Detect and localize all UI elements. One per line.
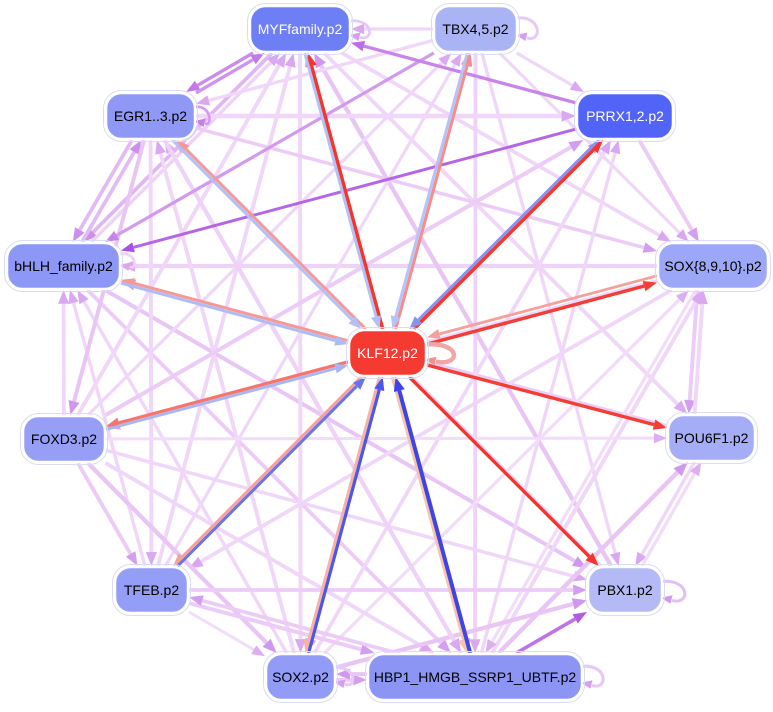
svg-text:bHLH_family.p2: bHLH_family.p2 bbox=[14, 258, 113, 274]
svg-text:EGR1..3.p2: EGR1..3.p2 bbox=[114, 108, 187, 124]
svg-text:SOX2.p2: SOX2.p2 bbox=[272, 669, 329, 685]
svg-text:MYFfamily.p2: MYFfamily.p2 bbox=[258, 21, 343, 37]
svg-text:PRRX1,2.p2: PRRX1,2.p2 bbox=[586, 108, 664, 124]
svg-text:PBX1.p2: PBX1.p2 bbox=[597, 582, 652, 598]
svg-text:SOX{8,9,10}.p2: SOX{8,9,10}.p2 bbox=[664, 258, 762, 274]
svg-text:POU6F1.p2: POU6F1.p2 bbox=[675, 430, 749, 446]
svg-text:KLF12.p2: KLF12.p2 bbox=[357, 345, 418, 361]
svg-text:FOXD3.p2: FOXD3.p2 bbox=[31, 431, 97, 447]
svg-text:HBP1_HMGB_SSRP1_UBTF.p2: HBP1_HMGB_SSRP1_UBTF.p2 bbox=[374, 669, 577, 685]
svg-text:TBX4,5.p2: TBX4,5.p2 bbox=[442, 21, 508, 37]
svg-text:TFEB.p2: TFEB.p2 bbox=[124, 582, 179, 598]
